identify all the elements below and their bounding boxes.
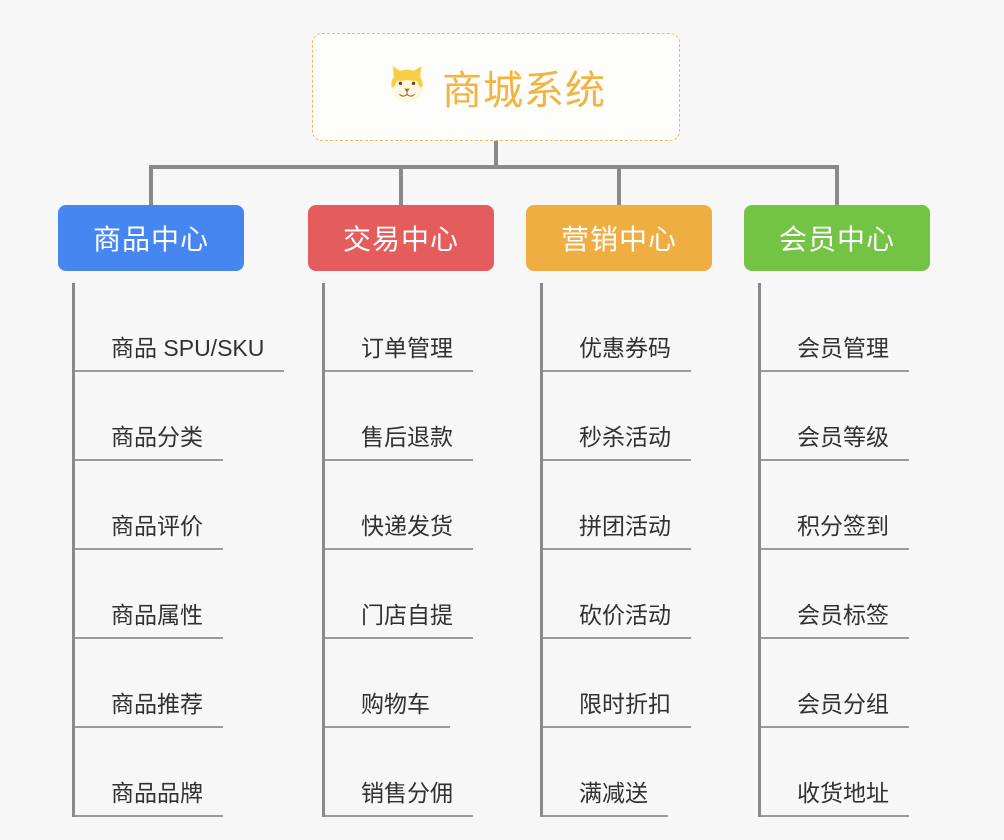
list-item[interactable]: 商品 SPU/SKU: [74, 283, 308, 372]
list-item[interactable]: 商品评价: [75, 461, 308, 550]
leaf-label: 积分签到: [761, 507, 909, 550]
list-item[interactable]: 商品属性: [75, 550, 308, 639]
list-item[interactable]: 商品品牌: [75, 728, 308, 817]
branch-header-marketing-center[interactable]: 营销中心: [526, 205, 712, 271]
branch-header-label: 交易中心: [342, 224, 459, 255]
leaf-label: 会员标签: [761, 596, 909, 639]
connector-horizontal-bus: [149, 165, 839, 169]
branch-header-trade-center[interactable]: 交易中心: [308, 205, 494, 271]
connector-drop-2: [399, 165, 403, 207]
leaf-label: 商品 SPU/SKU: [74, 329, 285, 372]
list-item[interactable]: 优惠券码: [543, 283, 744, 372]
branch-header-product-center[interactable]: 商品中心: [58, 205, 244, 271]
leaf-label: 销售分佣: [325, 774, 473, 817]
connector-drop-3: [617, 165, 621, 207]
list-item[interactable]: 会员分组: [761, 639, 962, 728]
leaf-list-marketing-center: 优惠券码 秒杀活动 拼团活动 砍价活动 限时折扣 满减送: [540, 283, 744, 817]
leaf-label: 商品推荐: [75, 685, 223, 728]
leaf-label: 商品属性: [75, 596, 223, 639]
leaf-label: 满减送: [543, 774, 668, 817]
root-node[interactable]: 商城系统: [312, 33, 680, 141]
list-item[interactable]: 秒杀活动: [543, 372, 744, 461]
leaf-list-product-center: 商品 SPU/SKU 商品分类 商品评价 商品属性 商品推荐 商品品牌: [72, 283, 308, 817]
branch-product-center: 商品中心 商品 SPU/SKU 商品分类 商品评价 商品属性 商品推荐 商品品牌: [58, 205, 308, 817]
list-item[interactable]: 拼团活动: [543, 461, 744, 550]
leaf-label: 快递发货: [325, 507, 473, 550]
leaf-label: 订单管理: [325, 329, 473, 372]
leaf-label: 购物车: [325, 685, 450, 728]
leaf-label: 会员分组: [761, 685, 909, 728]
list-item[interactable]: 售后退款: [325, 372, 526, 461]
list-item[interactable]: 满减送: [543, 728, 744, 817]
leaf-label: 收货地址: [761, 774, 909, 817]
list-item[interactable]: 销售分佣: [325, 728, 526, 817]
branch-header-member-center[interactable]: 会员中心: [744, 205, 930, 271]
leaf-label: 砍价活动: [543, 596, 691, 639]
list-item[interactable]: 会员管理: [761, 283, 962, 372]
shiba-dog-face-icon: [386, 63, 428, 112]
leaf-label: 会员管理: [761, 329, 909, 372]
branch-marketing-center: 营销中心 优惠券码 秒杀活动 拼团活动 砍价活动 限时折扣 满减送: [526, 205, 744, 817]
list-item[interactable]: 快递发货: [325, 461, 526, 550]
list-item[interactable]: 购物车: [325, 639, 526, 728]
connector-root-stem: [494, 141, 498, 168]
leaf-label: 秒杀活动: [543, 418, 691, 461]
list-item[interactable]: 会员标签: [761, 550, 962, 639]
branch-trade-center: 交易中心 订单管理 售后退款 快递发货 门店自提 购物车 销售分佣: [308, 205, 526, 817]
list-item[interactable]: 限时折扣: [543, 639, 744, 728]
list-item[interactable]: 商品推荐: [75, 639, 308, 728]
connector-drop-4: [835, 165, 839, 207]
list-item[interactable]: 商品分类: [75, 372, 308, 461]
list-item[interactable]: 积分签到: [761, 461, 962, 550]
leaf-label: 拼团活动: [543, 507, 691, 550]
leaf-label: 会员等级: [761, 418, 909, 461]
root-title: 商城系统: [442, 69, 606, 113]
branch-header-label: 会员中心: [778, 224, 895, 255]
leaf-list-trade-center: 订单管理 售后退款 快递发货 门店自提 购物车 销售分佣: [322, 283, 526, 817]
list-item[interactable]: 砍价活动: [543, 550, 744, 639]
branch-member-center: 会员中心 会员管理 会员等级 积分签到 会员标签 会员分组 收货地址: [744, 205, 962, 817]
leaf-label: 商品品牌: [75, 774, 223, 817]
leaf-label: 门店自提: [325, 596, 473, 639]
list-item[interactable]: 会员等级: [761, 372, 962, 461]
leaf-label: 商品分类: [75, 418, 223, 461]
list-item[interactable]: 收货地址: [761, 728, 962, 817]
leaf-label: 限时折扣: [543, 685, 691, 728]
leaf-label: 售后退款: [325, 418, 473, 461]
branch-header-label: 商品中心: [92, 224, 209, 255]
leaf-label: 优惠券码: [543, 329, 691, 372]
list-item[interactable]: 门店自提: [325, 550, 526, 639]
branch-header-label: 营销中心: [560, 224, 677, 255]
leaf-label: 商品评价: [75, 507, 223, 550]
list-item[interactable]: 订单管理: [325, 283, 526, 372]
leaf-list-member-center: 会员管理 会员等级 积分签到 会员标签 会员分组 收货地址: [758, 283, 962, 817]
connector-drop-1: [149, 165, 153, 207]
